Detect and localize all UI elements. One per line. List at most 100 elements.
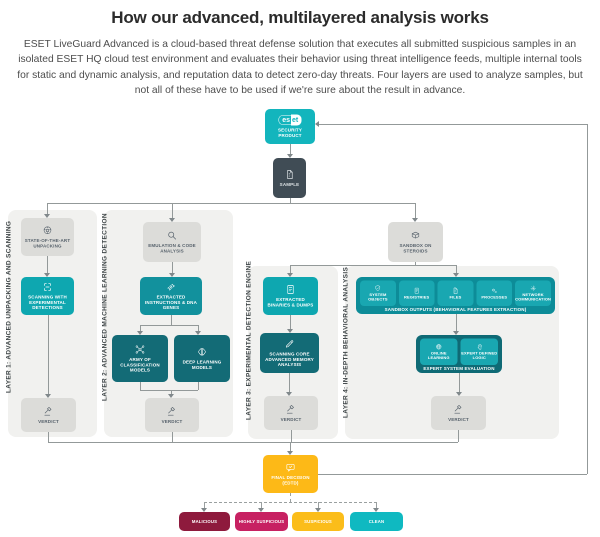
connector <box>289 373 290 393</box>
package-icon <box>43 226 52 235</box>
sandbox-on-steroids-node: SANDBOX ON STEROIDS <box>388 222 443 262</box>
arrowhead <box>169 217 175 222</box>
connector <box>47 256 48 274</box>
scanning-core-memory-node: SCANNING CORE ADVANCED MEMORY ANALYSIS <box>260 333 319 373</box>
magnifier-icon <box>168 231 177 240</box>
connector-dashed <box>204 502 205 508</box>
verdict-layer-3-node: VERDICT <box>264 396 318 430</box>
verdict-layer-2-label: VERDICT <box>161 418 183 424</box>
army-classification-models-node: ARMY OF CLASSIFICATION MODELS <box>112 335 168 382</box>
arrowhead <box>287 328 293 333</box>
arrowhead <box>456 391 462 396</box>
connector-dashed <box>261 502 262 508</box>
sandbox-on-steroids-label: SANDBOX ON STEROIDS <box>399 243 432 254</box>
connector <box>415 262 416 265</box>
sandbox-outputs-item-2: FILES <box>437 280 474 306</box>
layer-3-label: LAYER 3: EXPERIMENTAL DETECTION ENGINE <box>244 260 252 420</box>
state-of-the-art-unpacking-label: STATE-OF-THE-ART UNPACKING <box>24 238 71 249</box>
sample-label: SAMPLE <box>279 181 300 187</box>
connector <box>291 430 292 442</box>
connector <box>587 124 588 474</box>
expert-system-item-1: EXPERT DEFINED LOGIC <box>460 338 498 365</box>
extracted-instructions-label: EXTRACTED INSTRUCTIONS & DNA GENES <box>145 294 197 311</box>
connector <box>198 382 199 390</box>
connector <box>48 442 458 443</box>
deep-learning-models-label: DEEP LEARNING MODELS <box>182 359 222 370</box>
brain-icon <box>198 348 206 356</box>
malicious-label: MALICIOUS <box>191 518 218 524</box>
connector <box>290 265 456 266</box>
malicious-outcome: MALICIOUS <box>179 512 230 531</box>
head-logic-icon <box>477 344 482 350</box>
connector <box>48 432 49 442</box>
connector <box>171 315 172 325</box>
arrowhead <box>412 217 418 222</box>
suspicious-outcome: SUSPICIOUS <box>292 512 344 531</box>
sample-node: SAMPLE <box>273 158 306 198</box>
chat-check-icon <box>286 464 295 472</box>
arrowhead <box>373 507 379 512</box>
registry-icon <box>414 287 419 294</box>
connector-dashed <box>204 502 377 503</box>
expert-system-items: ONLINE LEARNING EXPERT DEFINED LOGIC <box>420 338 498 365</box>
verdict-layer-4-label: VERDICT <box>448 416 469 422</box>
sandbox-outputs-item-2-label: FILES <box>449 294 462 300</box>
connector <box>140 382 141 390</box>
eset-logo-right: et <box>291 114 302 126</box>
arrowhead <box>315 121 319 127</box>
arrowhead <box>44 272 50 277</box>
deep-learning-models-node: DEEP LEARNING MODELS <box>174 335 230 382</box>
connector <box>319 124 587 125</box>
arrowhead <box>169 272 175 277</box>
final-decision-label: FINAL DECISION (EDTD) <box>271 475 310 486</box>
sandbox-outputs-item-3-label: PROCESSES <box>481 294 508 300</box>
arrowhead <box>195 330 201 335</box>
gavel-icon <box>167 406 175 416</box>
army-classification-models-label: ARMY OF CLASSIFICATION MODELS <box>120 356 160 373</box>
connector <box>48 315 49 395</box>
layer-2-label: LAYER 2: ADVANCED MACHINE LEARNING DETEC… <box>100 213 108 401</box>
connector <box>459 373 460 393</box>
arrowhead <box>45 393 51 398</box>
layer-1-label: LAYER 1: ADVANCED UNPACKING AND SCANNING <box>4 220 12 393</box>
shield-icon <box>375 285 381 291</box>
globe-icon <box>436 344 442 350</box>
sandbox-outputs-item-1-label: REGISTRIES <box>404 294 430 300</box>
clean-label: CLEAN <box>368 518 385 524</box>
arrowhead <box>168 393 174 398</box>
sandbox-outputs-item-1: REGISTRIES <box>398 280 435 306</box>
security-product-label: SECURITY PRODUCT <box>278 127 302 138</box>
connector <box>171 390 172 395</box>
expert-system-item-0-label: ONLINE LEARNING <box>427 351 450 360</box>
emulation-code-analysis-node: EMULATION & CODE ANALYSIS <box>143 222 201 262</box>
sandbox-outputs-item-4-label: NETWORK COMMUNICATION <box>515 292 552 302</box>
verdict-layer-1-label: VERDICT <box>38 418 59 424</box>
connector-dashed <box>376 502 377 508</box>
suspicious-label: SUSPICIOUS <box>304 518 332 524</box>
connector <box>318 474 587 475</box>
connector <box>47 203 415 204</box>
connector <box>290 198 291 203</box>
gavel-icon <box>454 404 462 414</box>
sandbox-cube-icon <box>411 232 420 239</box>
highly-suspicious-outcome: HIGHLY SUSPICIOUS <box>235 512 288 531</box>
arrowhead <box>258 507 264 512</box>
connector-dashed <box>290 493 291 502</box>
gavel-icon <box>44 406 52 416</box>
arrowhead <box>137 330 143 335</box>
final-decision-node: FINAL DECISION (EDTD) <box>263 455 318 493</box>
arrowhead <box>286 391 292 396</box>
connector <box>172 262 173 274</box>
connector <box>140 325 198 326</box>
connector <box>456 314 457 332</box>
connector <box>172 432 173 442</box>
connector <box>140 325 141 332</box>
state-of-the-art-unpacking-node: STATE-OF-THE-ART UNPACKING <box>21 218 74 256</box>
sandbox-outputs-item-4: NETWORK COMMUNICATION <box>515 280 552 306</box>
page-title: How our advanced, multilayered analysis … <box>111 8 489 27</box>
arrowhead <box>453 330 459 335</box>
